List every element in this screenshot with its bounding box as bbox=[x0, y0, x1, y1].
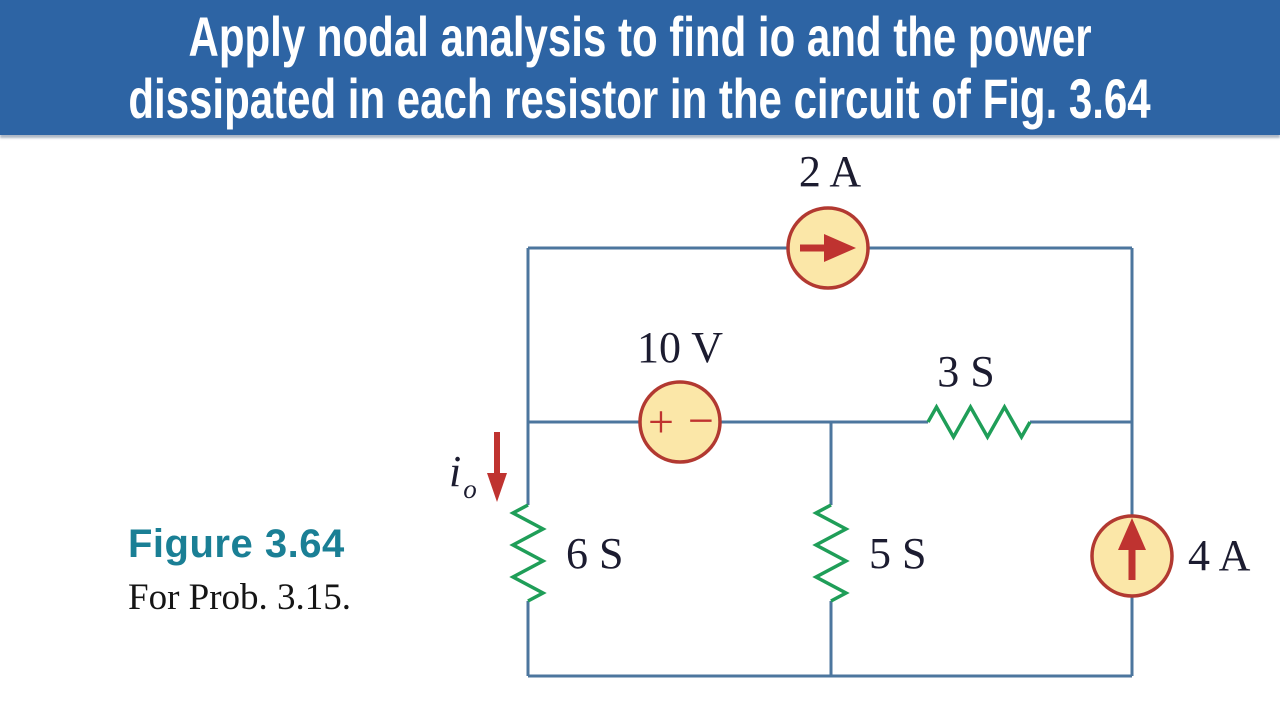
up-arrowhead-icon bbox=[1118, 518, 1146, 550]
label-io-symbol: i bbox=[449, 447, 461, 496]
voltage-source-10v-circle bbox=[638, 380, 722, 464]
label-io: io bbox=[449, 447, 477, 504]
title-line-2: dissipated in each resistor in the circu… bbox=[128, 66, 1152, 130]
label-10v: 10 V bbox=[637, 323, 723, 372]
down-arrowhead-icon bbox=[487, 473, 507, 502]
label-2a: 2 A bbox=[799, 147, 862, 196]
resistors bbox=[509, 403, 1032, 603]
resistor-3s-zigzag bbox=[926, 403, 1032, 441]
figure-subtitle: For Prob. 3.15. bbox=[128, 577, 352, 618]
title-banner: Apply nodal analysis to find io and the … bbox=[0, 0, 1280, 135]
title-line-1: Apply nodal analysis to find io and the … bbox=[188, 4, 1092, 68]
label-5s: 5 S bbox=[869, 529, 926, 578]
right-arrowhead-icon bbox=[824, 234, 856, 262]
resistor-6s-zigzag bbox=[509, 503, 547, 603]
voltage-plus-sign: + bbox=[648, 396, 674, 447]
source-arrows bbox=[800, 234, 1146, 580]
figure-title: Figure 3.64 bbox=[128, 522, 345, 566]
wires bbox=[526, 246, 1134, 678]
label-3s: 3 S bbox=[937, 347, 994, 396]
io-current-arrow bbox=[487, 432, 507, 502]
label-6s: 6 S bbox=[566, 529, 623, 578]
label-io-subscript: o bbox=[463, 474, 477, 504]
resistor-5s-zigzag bbox=[812, 503, 850, 603]
voltage-minus-sign: − bbox=[688, 395, 714, 446]
label-4a: 4 A bbox=[1188, 531, 1251, 580]
